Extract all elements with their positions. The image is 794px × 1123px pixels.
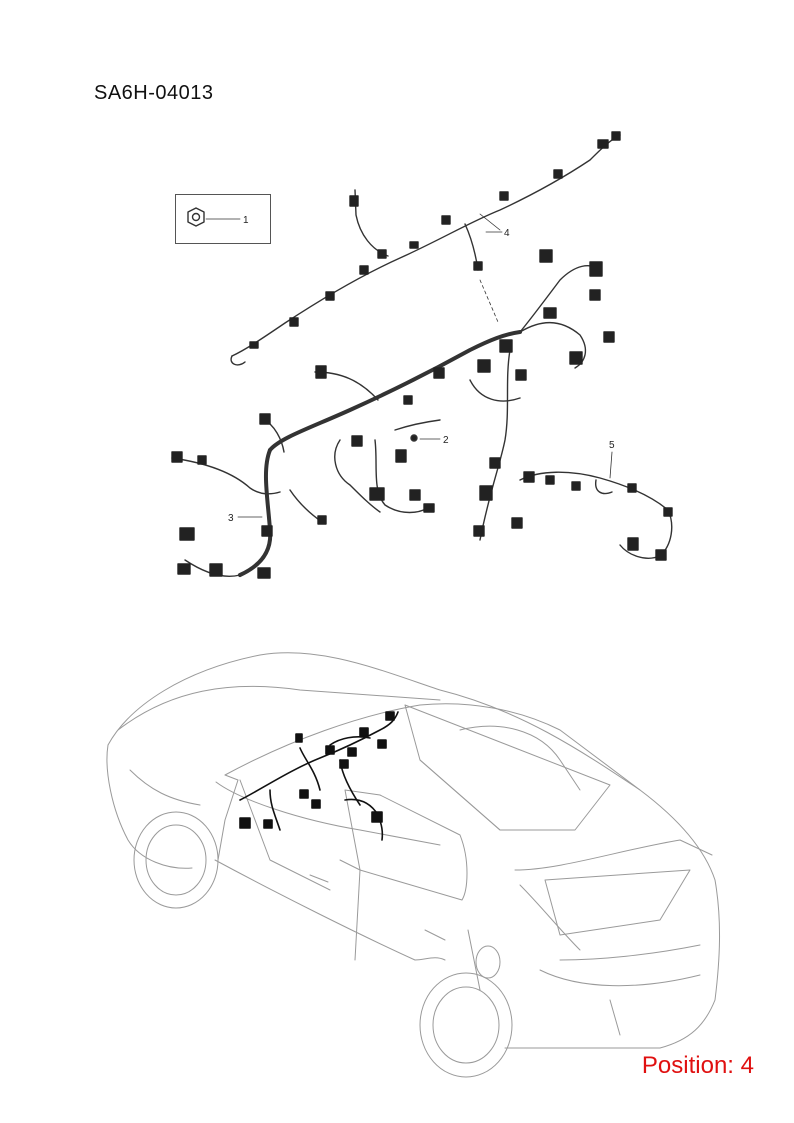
position-label: Position: 4 — [641, 1052, 754, 1079]
callout-1: 1 — [243, 215, 249, 226]
door-harness — [519, 451, 673, 561]
part-code-title: SA6H-04013 — [94, 82, 214, 104]
callout-5: 5 — [609, 440, 615, 451]
callout-3: 3 — [228, 513, 234, 524]
callout-4: 4 — [504, 228, 510, 239]
installed-harness — [239, 711, 399, 841]
nut-icon — [187, 207, 205, 227]
callout-2: 2 — [443, 435, 449, 446]
detail-inset-box — [175, 194, 271, 244]
roof-harness — [230, 131, 621, 366]
vehicle-outline — [106, 652, 721, 1078]
dashboard-harness — [171, 249, 615, 579]
